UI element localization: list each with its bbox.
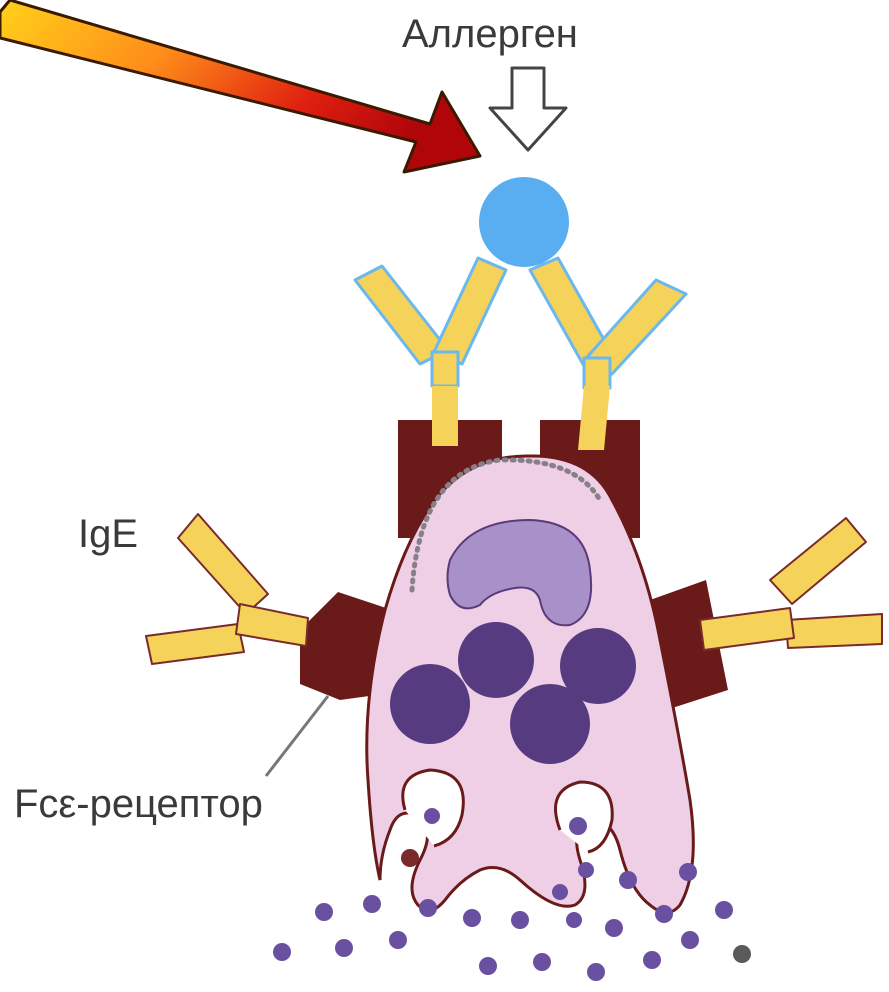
ige-stem (236, 604, 308, 646)
secretion-pocket-left (403, 770, 464, 846)
released-granule (479, 957, 497, 975)
granule-small (569, 817, 587, 835)
down-outline-arrow-icon (490, 68, 566, 150)
released-granule (511, 911, 529, 929)
released-granule (463, 909, 481, 927)
ige-arm (770, 518, 866, 604)
released-granule (335, 939, 353, 957)
ige-right (700, 518, 882, 650)
ige-left (146, 514, 308, 664)
fc-receptor-label: Fcε-рецептор (14, 784, 263, 824)
released-granule (578, 862, 594, 878)
granule-small (424, 808, 440, 824)
granule (458, 622, 534, 698)
fc-receptor-pointer-line (266, 696, 328, 776)
ige-stem (584, 358, 610, 388)
ige-arm (434, 258, 506, 364)
allergen-label: Аллерген (402, 14, 578, 54)
released-granule (273, 943, 291, 961)
released-granule (655, 905, 673, 923)
released-granule (566, 912, 582, 928)
ige-stem-lower-left (432, 386, 458, 446)
granule (390, 664, 470, 744)
released-granule (643, 951, 661, 969)
released-granule (681, 931, 699, 949)
released-granule (587, 963, 605, 981)
released-granule (533, 953, 551, 971)
granule-small (401, 849, 419, 867)
released-granule (619, 871, 637, 889)
ige-arm (146, 624, 244, 664)
released-granule (419, 899, 437, 917)
ige-stem (700, 608, 794, 650)
bound-ige-right (530, 258, 686, 388)
released-granule (552, 884, 568, 900)
released-granule (389, 931, 407, 949)
released-granule (733, 945, 751, 963)
bound-ige-left (355, 258, 506, 386)
granule (510, 684, 590, 764)
released-granule (605, 919, 623, 937)
released-granule (363, 895, 381, 913)
ige-arm (786, 614, 882, 648)
allergen-sphere (479, 177, 569, 267)
released-granule (315, 903, 333, 921)
ige-label: IgE (78, 514, 138, 554)
released-granule (679, 863, 697, 881)
released-granule (715, 901, 733, 919)
ige-arm (178, 514, 268, 614)
ige-stem (432, 352, 458, 386)
